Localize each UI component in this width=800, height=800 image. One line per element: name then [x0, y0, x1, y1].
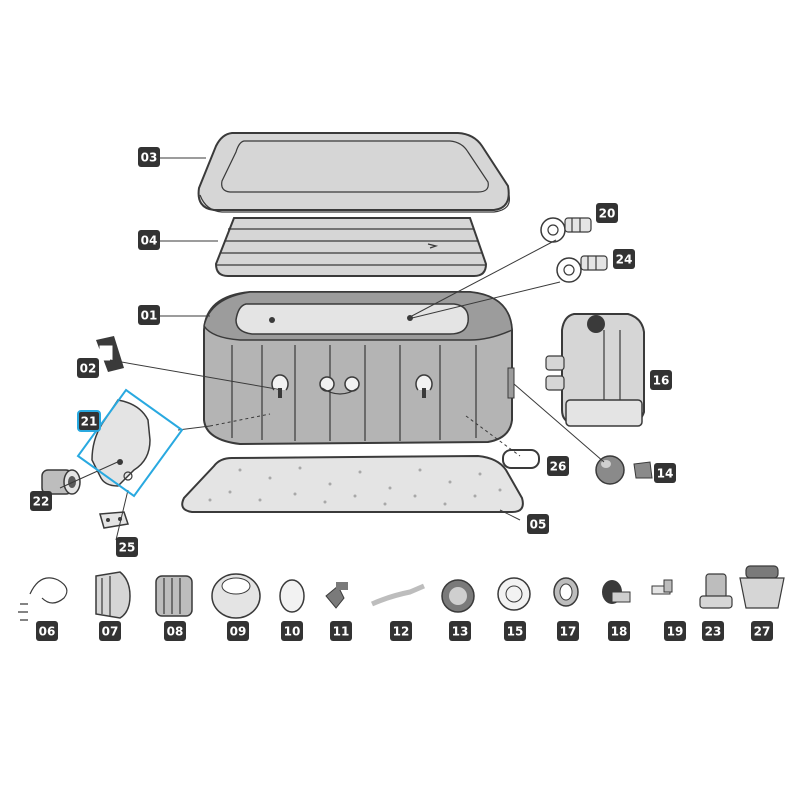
part-badge-02: 02 — [77, 358, 99, 378]
part-number-label: 20 — [599, 207, 616, 221]
part-air-valve — [595, 455, 653, 485]
part-badge-22: 22 — [30, 491, 52, 511]
part-number-label: 15 — [507, 625, 524, 639]
part-number-label: 01 — [141, 309, 158, 323]
part-badge-06: 06 — [36, 621, 58, 641]
part-badge-15: 15 — [504, 621, 526, 641]
part-number-label: 19 — [667, 625, 684, 639]
part-badge-07: 07 — [99, 621, 121, 641]
part-plug-11 — [325, 582, 348, 609]
part-number-label: 21 — [81, 415, 98, 429]
part-water-jet — [556, 255, 608, 283]
part-number-label: 12 — [393, 625, 410, 639]
part-badge-24: 24 — [613, 249, 635, 269]
part-headrest — [91, 399, 151, 487]
part-number-label: 18 — [611, 625, 628, 639]
part-fitting-18 — [602, 580, 631, 604]
part-badge-04: 04 — [138, 230, 160, 250]
part-badge-11: 11 — [330, 621, 352, 641]
part-filter-housing-09 — [211, 573, 261, 619]
part-number-label: 26 — [550, 460, 567, 474]
part-valve-23 — [699, 573, 733, 609]
part-badge-13: 13 — [449, 621, 471, 641]
part-badge-09: 09 — [227, 621, 249, 641]
part-badge-20: 20 — [596, 203, 618, 223]
highlight-frame — [76, 388, 184, 498]
part-wrench-12 — [370, 583, 425, 607]
part-number-label: 25 — [119, 541, 136, 555]
part-badge-14: 14 — [654, 463, 676, 483]
part-number-label: 24 — [616, 253, 633, 267]
part-filter-cartridge-07 — [95, 571, 131, 619]
part-number-label: 10 — [284, 625, 301, 639]
part-number-label: 13 — [452, 625, 469, 639]
part-nut-17 — [553, 577, 579, 607]
part-badge-19: 19 — [664, 621, 686, 641]
part-jet-cover-15 — [497, 577, 531, 611]
part-badge-17: 17 — [557, 621, 579, 641]
part-number-label: 06 — [39, 625, 56, 639]
part-drain-27 — [739, 565, 785, 609]
part-number-label: 05 — [530, 518, 547, 532]
part-badge-12: 12 — [390, 621, 412, 641]
part-badge-21: 21 — [77, 410, 101, 432]
part-number-label: 17 — [560, 625, 577, 639]
part-filter-cartridge-08 — [155, 575, 193, 617]
part-drain-valve — [41, 469, 81, 495]
part-number-label: 02 — [80, 362, 97, 376]
part-number-label: 16 — [653, 374, 670, 388]
part-spa-body — [203, 291, 515, 446]
part-badge-03: 03 — [138, 147, 160, 167]
part-badge-08: 08 — [164, 621, 186, 641]
part-number-label: 23 — [705, 625, 722, 639]
part-badge-10: 10 — [281, 621, 303, 641]
part-number-label: 04 — [141, 234, 158, 248]
part-number-label: 22 — [33, 495, 50, 509]
part-number-label: 07 — [102, 625, 119, 639]
part-number-label: 27 — [754, 625, 771, 639]
part-cover — [197, 132, 511, 213]
part-badge-01: 01 — [138, 305, 160, 325]
part-ring-10 — [279, 579, 305, 613]
part-badge-16: 16 — [650, 370, 672, 390]
part-hose-06 — [18, 577, 68, 621]
part-ground-cloth — [181, 454, 524, 513]
part-pump — [545, 313, 645, 427]
part-badge-26: 26 — [547, 456, 569, 476]
part-number-label: 11 — [333, 625, 350, 639]
part-badge-27: 27 — [751, 621, 773, 641]
part-buckle — [96, 336, 124, 372]
leader-lines — [59, 157, 605, 541]
part-number-badges: 01 02 03 04 05 06 07 08 09 10 11 12 13 14 15 16 17 18 19 20… — [30, 147, 773, 641]
part-air-jet — [540, 217, 592, 243]
part-number-label: 03 — [141, 151, 158, 165]
part-clip — [99, 511, 129, 529]
part-number-label: 08 — [167, 625, 184, 639]
part-cap-13 — [441, 579, 475, 613]
part-number-label: 14 — [657, 467, 674, 481]
part-badge-23: 23 — [702, 621, 724, 641]
part-badge-18: 18 — [608, 621, 630, 641]
part-adapter-19 — [651, 579, 673, 595]
part-number-label: 09 — [230, 625, 247, 639]
part-badge-25: 25 — [116, 537, 138, 557]
part-badge-05: 05 — [527, 514, 549, 534]
part-insulation-lid — [214, 217, 488, 277]
part-hose-connector — [502, 449, 540, 469]
